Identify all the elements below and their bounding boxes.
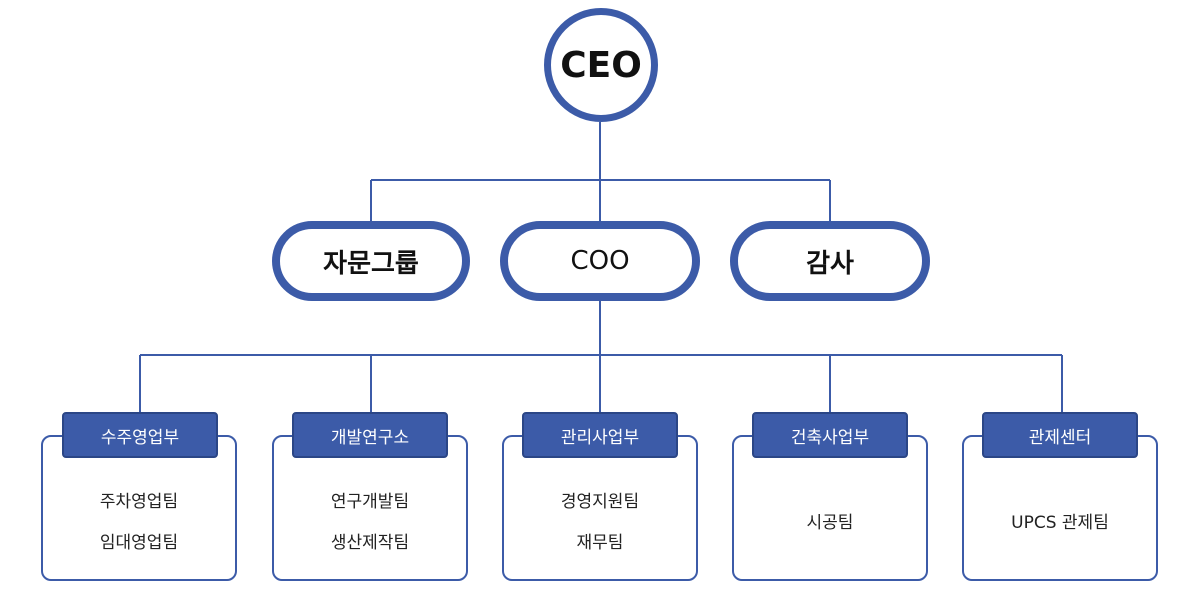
team-label: 생산제작팀 xyxy=(330,533,410,553)
team-label: 연구개발팀 xyxy=(330,492,410,512)
coo-node: COO xyxy=(500,221,700,301)
team-label: 임대영업팀 xyxy=(99,533,179,553)
team-label: 주차영업팀 xyxy=(99,492,179,512)
dept-box-construction: 시공팀 xyxy=(732,435,928,581)
dept-box-sales: 주차영업팀 임대영업팀 xyxy=(41,435,237,581)
team-label: 시공팀 xyxy=(806,512,854,533)
team-label: 경영지원팀 xyxy=(560,492,640,512)
dept-head-management: 관리사업부 xyxy=(522,412,678,458)
advisory-group-node: 자문그룹 xyxy=(272,221,470,301)
dept-head-control-center: 관제센터 xyxy=(982,412,1138,458)
ceo-label: CEO xyxy=(560,44,642,86)
dept-head-rnd: 개발연구소 xyxy=(292,412,448,458)
dept-box-control-center: UPCS 관제팀 xyxy=(962,435,1158,581)
coo-label: COO xyxy=(570,246,630,276)
team-label: UPCS 관제팀 xyxy=(1011,512,1109,533)
advisory-group-label: 자문그룹 xyxy=(323,248,419,279)
audit-label: 감사 xyxy=(806,248,854,279)
team-label: 재무팀 xyxy=(576,533,624,553)
dept-head-sales: 수주영업부 xyxy=(62,412,218,458)
dept-head-construction: 건축사업부 xyxy=(752,412,908,458)
ceo-node: CEO xyxy=(544,8,658,122)
audit-node: 감사 xyxy=(730,221,930,301)
